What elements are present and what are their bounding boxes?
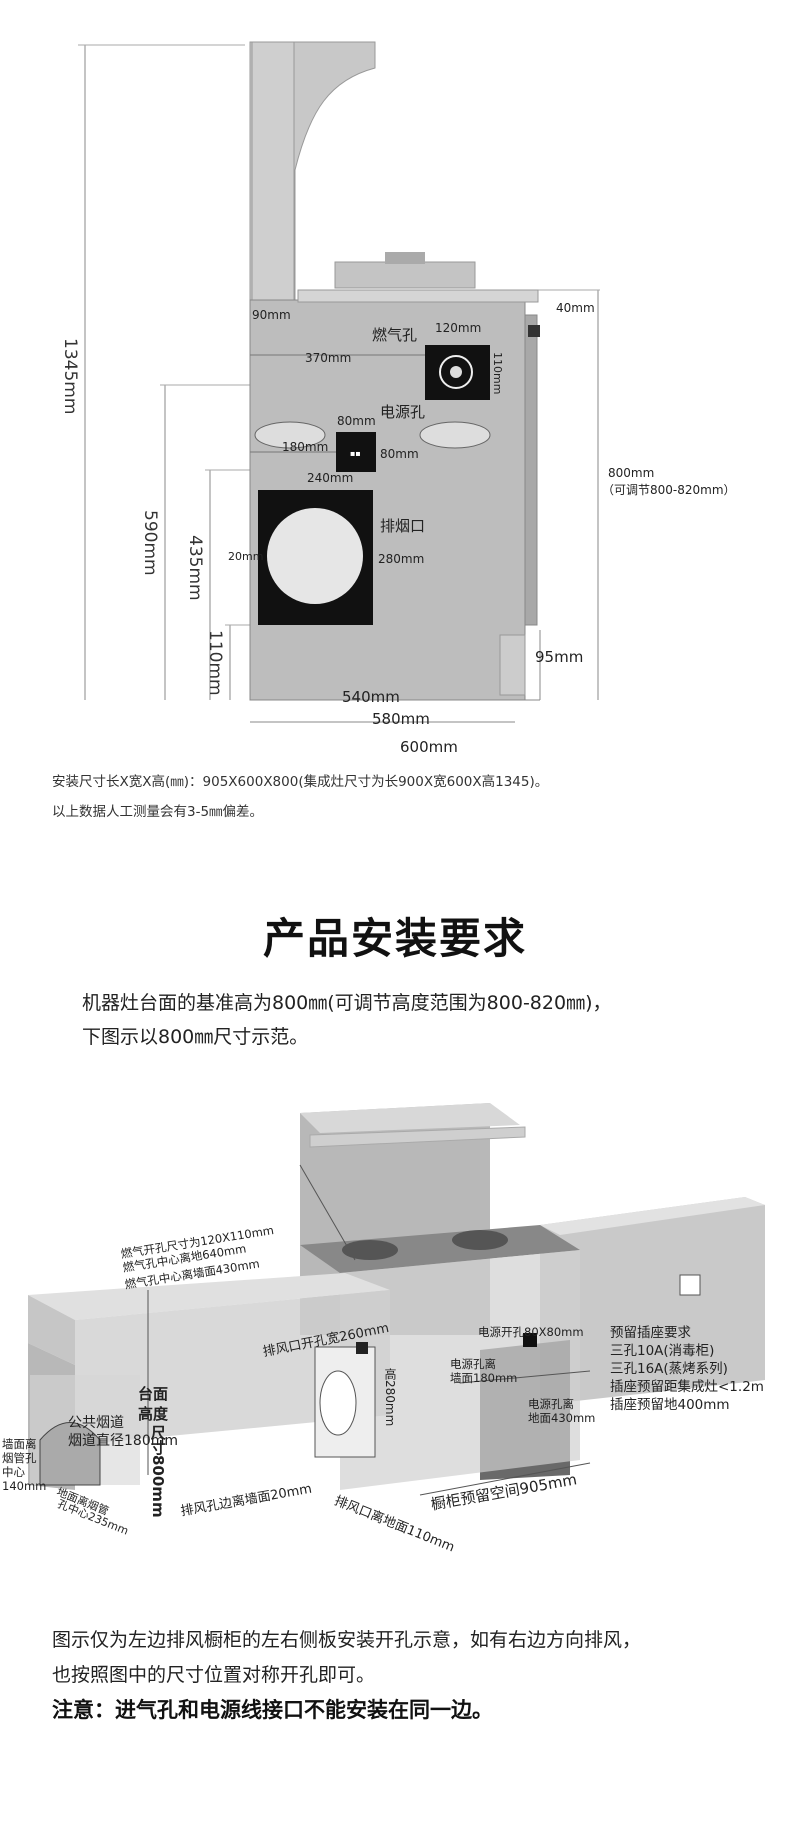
power-hole-width: 80mm xyxy=(337,414,376,428)
socket-req-1: 三孔10A(消毒柜) xyxy=(610,1343,715,1359)
top-overhang: 90mm xyxy=(252,308,291,322)
counter-label-3: 尺寸800mm xyxy=(148,1425,167,1518)
side-95: 95mm xyxy=(535,648,584,666)
width-580: 580mm xyxy=(372,710,430,728)
section-title: 产品安装要求 xyxy=(262,914,527,963)
wall-pipe-1: 墙面离 xyxy=(2,1437,37,1451)
gas-hole-offset: 370mm xyxy=(305,351,352,365)
iso-power-floor: 电源孔离 xyxy=(528,1397,574,1411)
counter-label-2: 高度 xyxy=(138,1405,169,1423)
width-540: 540mm xyxy=(342,688,400,706)
gas-hole-height: 110mm xyxy=(491,352,504,395)
power-hole-height: 80mm xyxy=(380,447,419,461)
power-hole-label: 电源孔 xyxy=(380,403,426,421)
counter-height-note: （可调节800-820mm） xyxy=(602,483,736,497)
measurement-note: 以上数据人工测量会有3-5㎜偏差。 xyxy=(52,804,264,820)
iso-power-floor-2: 地面430mm xyxy=(528,1411,596,1425)
height-110-label: 110mm xyxy=(205,630,225,696)
wall-pipe-4: 140mm xyxy=(2,1479,47,1493)
total-height-label: 1345mm xyxy=(60,338,80,415)
flue-label-1: 公共烟道 xyxy=(68,1415,124,1431)
side-view-diagram: ▪▪ 1345mm 590mm 435mm 110mm 燃气孔 120mm 11… xyxy=(0,0,790,743)
exhaust-height: 280mm xyxy=(378,552,425,566)
counter-label-1: 台面 xyxy=(138,1385,169,1403)
socket-req-3: 插座预留距集成灶<1.2m xyxy=(610,1379,764,1395)
counter-height: 800mm xyxy=(608,466,655,480)
installation-drawing xyxy=(28,1103,765,1496)
socket-req-2: 三孔16A(蒸烤系列) xyxy=(610,1361,728,1377)
wall-pipe-3: 中心 xyxy=(2,1465,25,1479)
intro-line-2: 下图示以800㎜尺寸示范。 xyxy=(82,1026,309,1048)
gas-hole-width: 120mm xyxy=(435,321,482,335)
flue-label-2: 烟道直径180mm xyxy=(68,1433,178,1449)
install-size-note: 安装尺寸长X宽X高(㎜)：905X600X800(集成灶尺寸为长900X宽600… xyxy=(52,774,549,790)
height-590-label: 590mm xyxy=(140,510,160,576)
bottom-line-2: 也按照图中的尺寸位置对称开孔即可。 xyxy=(52,1664,376,1686)
iso-power-wall: 电源孔离 xyxy=(450,1357,496,1371)
svg-text:▪▪: ▪▪ xyxy=(350,449,361,458)
socket-title: 预留插座要求 xyxy=(610,1325,691,1341)
warning-text: 注意：进气孔和电源线接口不能安装在同一边。 xyxy=(52,1698,493,1722)
wall-pipe-2: 烟管孔 xyxy=(2,1451,37,1465)
height-435-label: 435mm xyxy=(185,535,205,601)
socket-req-4: 插座预留地400mm xyxy=(610,1397,730,1413)
power-hole-offset: 180mm xyxy=(282,440,329,454)
top-offset: 40mm xyxy=(556,301,595,315)
exhaust-width: 240mm xyxy=(307,471,354,485)
exhaust-edge: 20mm xyxy=(228,550,264,563)
side-view-drawing: ▪▪ xyxy=(78,41,600,743)
installation-diagram: 燃气开孔尺寸为120X110mm 燃气孔中心离地640mm 燃气孔中心离墙面43… xyxy=(0,1085,790,1565)
iso-exhaust-height: 高280mm xyxy=(383,1368,397,1427)
width-600: 600mm xyxy=(400,738,458,756)
bottom-line-1: 图示仅为左边排风橱柜的左右侧板安装开孔示意，如有右边方向排风， xyxy=(52,1629,642,1651)
gas-hole-label: 燃气孔 xyxy=(372,326,418,344)
iso-power-size: 电源开孔80X80mm xyxy=(478,1325,584,1339)
iso-power-wall-2: 墙面180mm xyxy=(450,1371,518,1385)
intro-line-1: 机器灶台面的基准高为800㎜(可调节高度范围为800-820㎜)， xyxy=(82,992,612,1014)
exhaust-label: 排烟口 xyxy=(380,517,426,535)
